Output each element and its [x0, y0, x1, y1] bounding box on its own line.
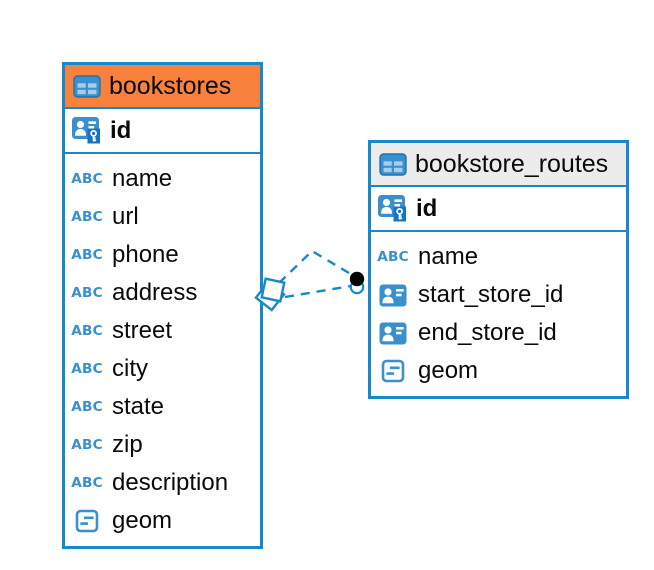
geometry-icon: [377, 359, 409, 383]
text-icon: ABC: [71, 323, 103, 339]
table-row[interactable]: ABC name: [371, 238, 626, 276]
column-name: phone: [112, 241, 179, 268]
table-row[interactable]: ABC state: [65, 388, 260, 426]
primary-key-row[interactable]: id: [65, 109, 260, 154]
table-row[interactable]: ABC url: [65, 198, 260, 236]
table-row[interactable]: ABC city: [65, 350, 260, 388]
column-name: street: [112, 317, 173, 344]
table-row[interactable]: geom: [65, 502, 260, 540]
primary-key-name: id: [110, 116, 132, 144]
table-row[interactable]: geom: [371, 352, 626, 390]
column-name: end_store_id: [418, 319, 557, 346]
table-row[interactable]: ABC phone: [65, 236, 260, 274]
column-name: url: [112, 203, 139, 230]
primary-key-icon: [71, 115, 103, 146]
table-icon: [379, 152, 407, 176]
text-icon: ABC: [71, 399, 103, 415]
foreign-key-icon: [377, 322, 409, 345]
column-list: ABC name start_store_id end_store_id geom: [371, 232, 626, 396]
column-name: geom: [418, 357, 479, 384]
column-name: start_store_id: [418, 281, 564, 308]
table-header[interactable]: bookstores: [65, 65, 260, 109]
table-row[interactable]: ABC description: [65, 464, 260, 502]
text-icon: ABC: [71, 475, 103, 491]
table-row[interactable]: ABC street: [65, 312, 260, 350]
primary-key-icon: [377, 193, 409, 224]
relationship-line-lower: [284, 284, 352, 299]
table-row[interactable]: ABC zip: [65, 426, 260, 464]
primary-key-name: id: [416, 194, 438, 222]
text-icon: ABC: [71, 361, 103, 377]
table-row[interactable]: ABC address: [65, 274, 260, 312]
table-row[interactable]: start_store_id: [371, 276, 626, 314]
filled-dot-marker: [349, 271, 365, 295]
column-name: name: [418, 243, 479, 270]
column-name: geom: [112, 507, 173, 534]
geometry-icon: [71, 509, 103, 533]
primary-key-row[interactable]: id: [371, 187, 626, 232]
column-name: address: [112, 279, 198, 306]
entity-table-bookstore-routes[interactable]: bookstore_routes id ABC name: [368, 140, 629, 399]
table-header[interactable]: bookstore_routes: [371, 143, 626, 187]
column-name: city: [112, 355, 148, 382]
text-icon: ABC: [71, 247, 103, 263]
table-row[interactable]: end_store_id: [371, 314, 626, 352]
table-icon: [73, 74, 101, 98]
text-icon: ABC: [377, 249, 409, 265]
relationship-line-upper: [278, 249, 355, 284]
column-name: state: [112, 393, 165, 420]
text-icon: ABC: [71, 171, 103, 187]
column-name: zip: [112, 431, 143, 458]
foreign-key-icon: [377, 284, 409, 307]
table-title: bookstore_routes: [415, 149, 609, 178]
relationship-bookstores-to-bookstore-routes[interactable]: [254, 249, 365, 312]
table-title: bookstores: [109, 71, 232, 100]
text-icon: ABC: [71, 285, 103, 301]
column-name: description: [112, 469, 229, 496]
text-icon: ABC: [71, 437, 103, 453]
table-row[interactable]: ABC name: [65, 160, 260, 198]
text-icon: ABC: [71, 209, 103, 225]
column-name: name: [112, 165, 173, 192]
